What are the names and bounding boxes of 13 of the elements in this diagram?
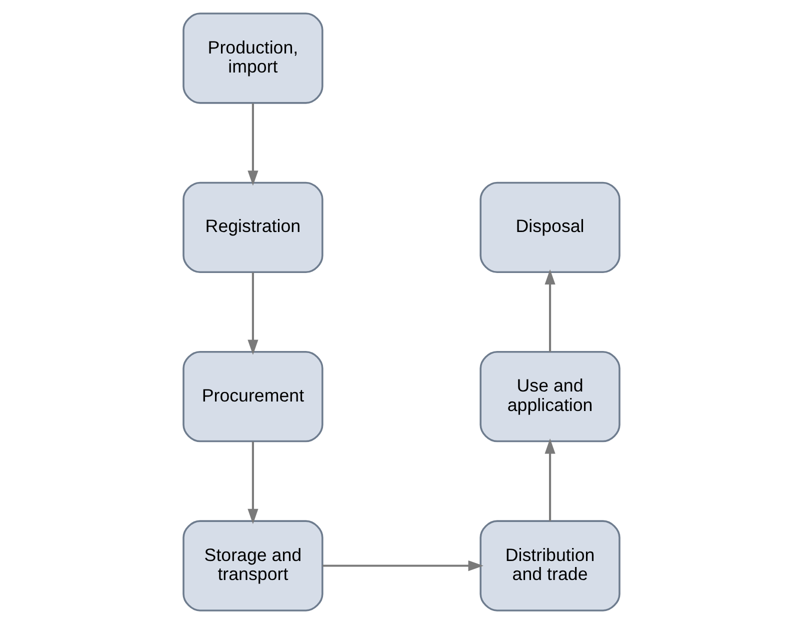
node-box: Production, import [182, 12, 324, 104]
arrow [544, 269, 556, 352]
arrow [248, 272, 258, 355]
arrow [248, 103, 258, 186]
node-box: Registration [182, 182, 324, 273]
arrow [544, 438, 556, 521]
node-box: Storage and transport [182, 520, 324, 612]
node-box: Use and application [480, 351, 620, 442]
node-box: Disposal [480, 182, 620, 273]
node-box: Distribution and trade [480, 520, 620, 612]
arrow [322, 560, 484, 572]
node-box: Procurement [182, 351, 324, 442]
arrow [248, 442, 258, 524]
